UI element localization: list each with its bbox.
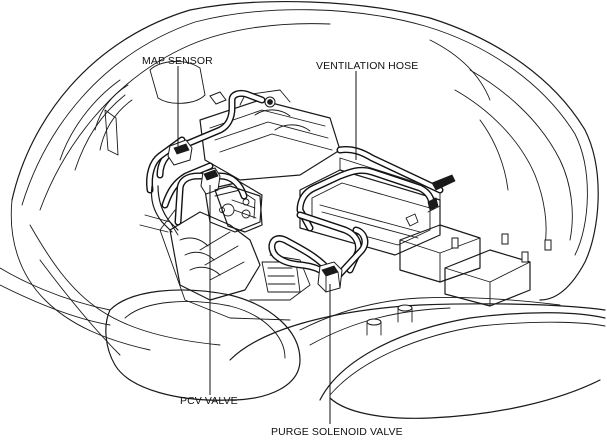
ventilation-hose-label: VENTILATION HOSE — [316, 60, 419, 72]
map-sensor-label: MAP SENSOR — [142, 55, 213, 67]
pcv-valve-label: PCV VALVE — [180, 395, 238, 407]
purge-solenoid-valve-label: PURGE SOLENOID VALVE — [271, 426, 403, 438]
map-sensor-hose — [146, 89, 276, 233]
engine-block — [139, 89, 341, 321]
pcv-hose — [174, 167, 263, 233]
front-bumper — [0, 259, 606, 419]
car-body-outline — [10, 1, 599, 351]
leader-lines — [177, 66, 357, 424]
purge-hose — [268, 226, 369, 293]
